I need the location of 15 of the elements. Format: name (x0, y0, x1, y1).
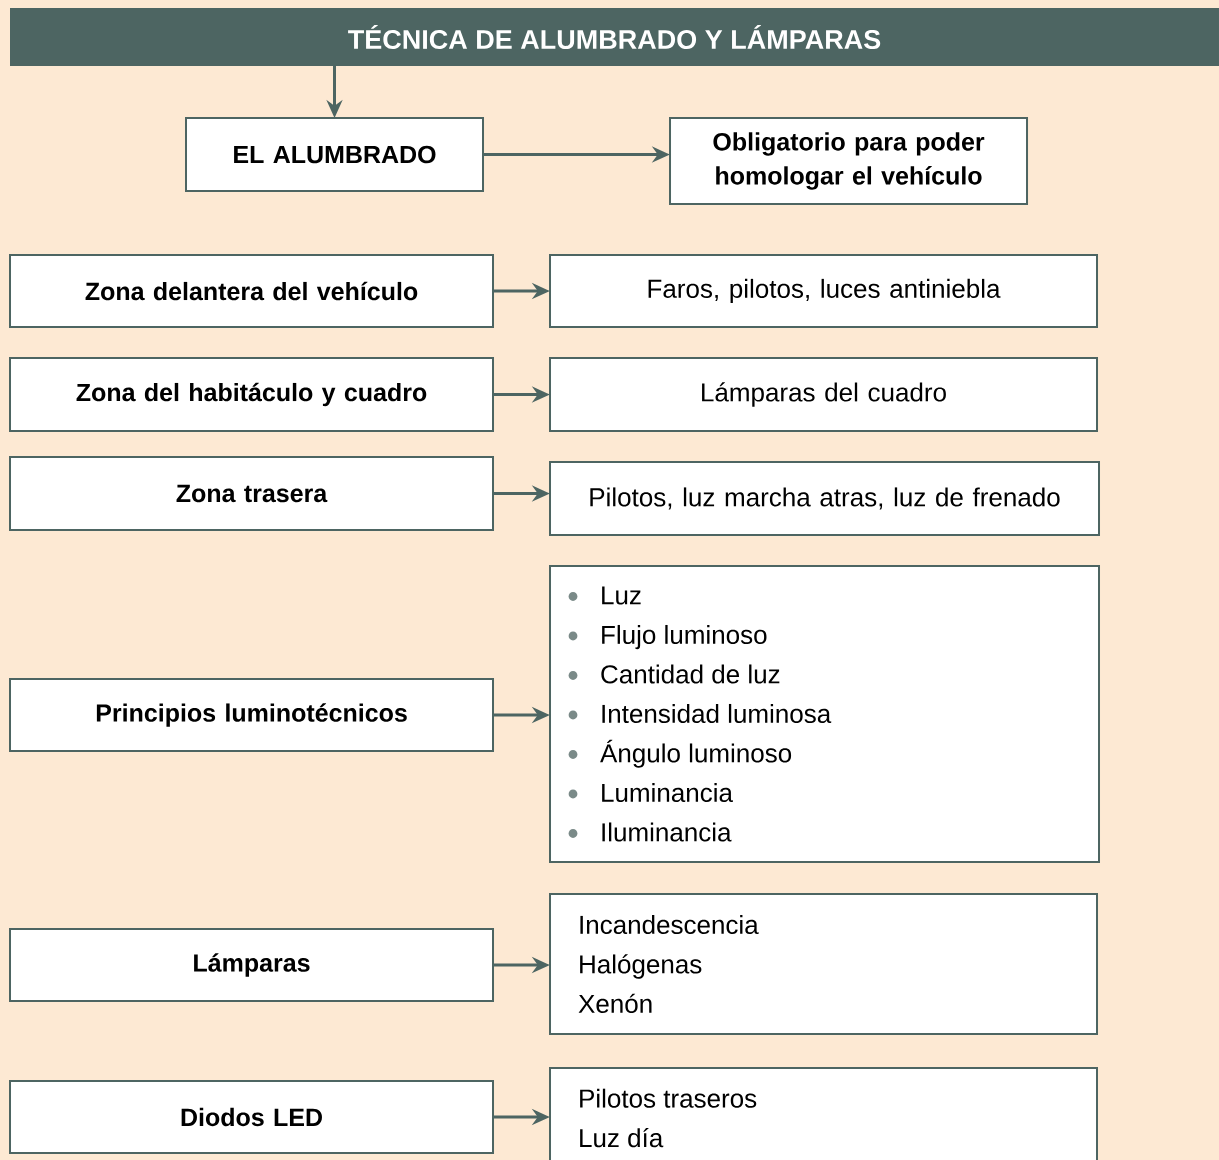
description-box: Faros, pilotos, luces antiniebla (549, 254, 1098, 328)
process-box: Diodos LED (9, 1080, 494, 1154)
process-box: Zona delantera del vehículo (9, 254, 494, 328)
process-box: Zona del habitáculo y cuadro (9, 357, 494, 432)
bullet-list-box: Luz Flujo luminoso Cantidad de luz Intensidad luminosa Ángulo luminoso Luminancia Iluminancia (549, 565, 1100, 863)
process-box: Principios luminotécnicos (9, 678, 494, 752)
description-box: Pilotos, luz marcha atras, luz de frenado (549, 461, 1100, 536)
process-box: EL ALUMBRADO (185, 117, 484, 192)
description-box: Lámparas del cuadro (549, 357, 1098, 432)
process-box: Zona trasera (9, 456, 494, 531)
process-box: Obligatorio para poder homologar el vehículo (669, 117, 1028, 205)
title-band: TÉCNICA DE ALUMBRADO Y LÁMPARAS (10, 8, 1219, 66)
list-box: Pilotos traseros Luz día (549, 1067, 1098, 1160)
process-box: Lámparas (9, 928, 494, 1002)
list-box: Incandescencia Halógenas Xenón (549, 893, 1098, 1035)
